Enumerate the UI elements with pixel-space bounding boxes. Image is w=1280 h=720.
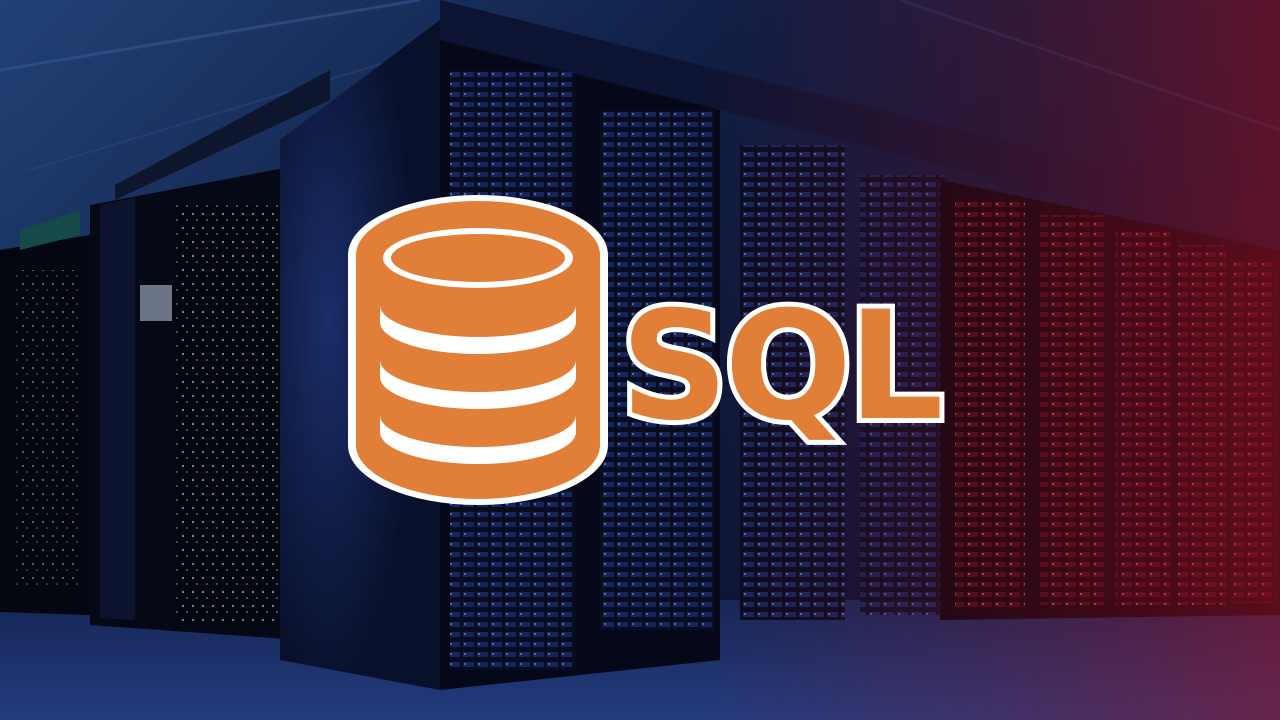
server-rack-far-left xyxy=(0,210,90,615)
database-cylinder-icon xyxy=(348,195,608,505)
sql-wordmark: SQL xyxy=(620,280,940,454)
server-rack-right xyxy=(700,0,1280,720)
server-rack-left xyxy=(90,70,330,640)
